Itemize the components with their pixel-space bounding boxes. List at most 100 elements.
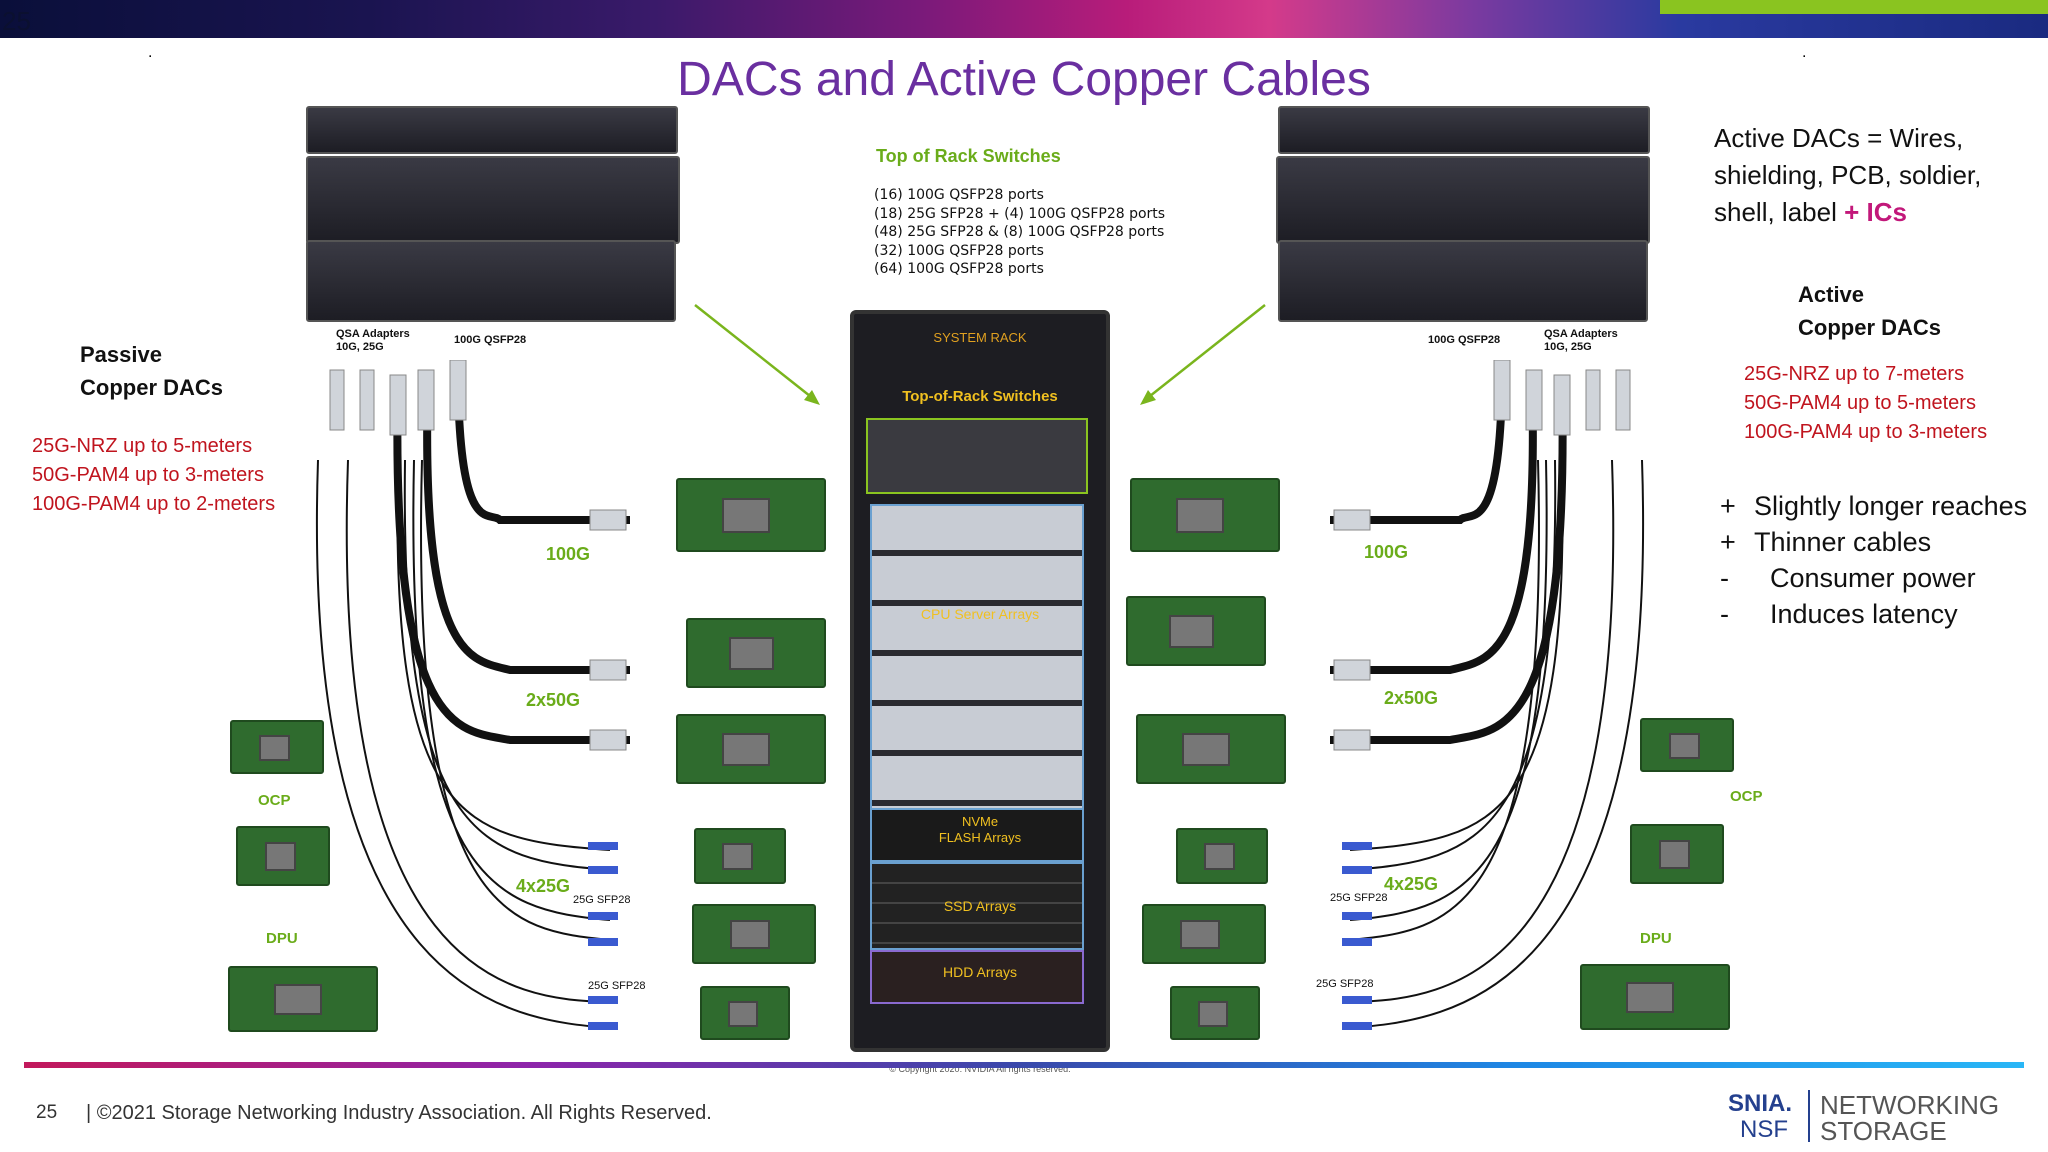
heading-line: Active [1798, 282, 1865, 307]
con-sign: - [1720, 563, 1729, 593]
rack-ssd [870, 862, 1084, 950]
nic-card-image [1136, 714, 1286, 784]
ics-highlight: + ICs [1844, 197, 1907, 227]
ocp-card-image [236, 826, 330, 886]
spec-line: 25G-NRZ up to 7-meters [1744, 363, 1965, 385]
rack-label-cpu: CPU Server Arrays [920, 606, 1040, 622]
heading-line: Copper DACs [80, 375, 224, 400]
right-sfp-label: 25G SFP28 [1316, 978, 1374, 990]
ocp-card-image [1630, 824, 1724, 884]
nic-card-image [1170, 986, 1260, 1040]
right-speed-100g: 100G [1364, 542, 1409, 562]
nic-card-image [1142, 904, 1266, 964]
nic-card-image [1176, 828, 1268, 884]
port-line: (64) 100G QSFP28 ports [874, 261, 1044, 277]
left-ocp-label: OCP [258, 792, 291, 809]
nic-card-image [1130, 478, 1280, 552]
pro-sign: + [1720, 491, 1736, 521]
nic-card-image [700, 986, 790, 1040]
left-speed-100g: 100G [546, 544, 591, 564]
nvme-line: NVMe [961, 814, 999, 829]
left-sfp-label: 25G SFP28 [588, 980, 646, 992]
nic-card-image [1126, 596, 1266, 666]
rack-nvme [870, 808, 1084, 862]
port-line: (48) 25G SFP28 & (8) 100G QSFP28 ports [874, 224, 1165, 240]
right-heading: Active Copper DACs [1798, 278, 1941, 344]
right-speed-2x50g: 2x50G [1384, 688, 1439, 708]
left-speed-4x25g: 4x25G [516, 876, 571, 896]
con-item: - Induces latency [1720, 596, 2027, 632]
qsa-line: 10G, 25G [1544, 341, 1592, 353]
port-line: (32) 100G QSFP28 ports [874, 242, 1044, 259]
nic-card-image [676, 714, 826, 784]
rack-hdd [870, 950, 1084, 1004]
heading-line: Passive [80, 342, 162, 367]
switch-image-right-3 [1278, 240, 1648, 322]
nic-card-image [686, 618, 826, 688]
arrow-to-rack-right [1140, 304, 1266, 405]
dpu-card-image [228, 966, 378, 1032]
nic-card-image [694, 828, 786, 884]
qsa-line: QSA Adapters [336, 328, 410, 340]
port-line: (16) 100G QSFP28 ports [874, 187, 1044, 203]
con-item: -Consumer power [1720, 560, 2027, 596]
left-cables [315, 360, 630, 1030]
right-qsfp-label: 100G QSFP28 [1428, 334, 1501, 346]
port-line: (18) 25G SFP28 + (4) 100G QSFP28 ports [874, 205, 1166, 222]
footer-page-number: 25 [36, 1102, 58, 1123]
desc-line: shell, label + ICs [1714, 194, 1981, 231]
logo-storage: STORAGE [1820, 1116, 1947, 1146]
logo-networking: NETWORKING [1820, 1090, 2000, 1120]
ocp-card-image [230, 720, 324, 774]
switch-image-left-3 [306, 240, 676, 322]
qsa-line: 10G, 25G [336, 341, 384, 353]
heading-line: Copper DACs [1798, 315, 1942, 340]
switch-image-left-1 [306, 106, 678, 154]
switch-image-right-2 [1276, 156, 1650, 244]
logo-snia: SNIA. [1728, 1090, 1793, 1117]
slide-title: DACs and Active Copper Cables [677, 53, 1371, 106]
right-sfp-label: 25G SFP28 [1330, 892, 1388, 904]
nvidia-copyright: © Copyright 2020. NVIDIA All rights rese… [889, 1064, 1071, 1074]
pros-cons-list: +Slightly longer reaches +Thinner cables… [1720, 488, 2027, 632]
left-sfp-label: 25G SFP28 [573, 894, 631, 906]
nvme-line: FLASH Arrays [938, 830, 1022, 845]
nic-card-image [676, 478, 826, 552]
active-dacs-description: Active DACs = Wires, shielding, PCB, sol… [1714, 120, 1981, 231]
switch-image-left-2 [306, 156, 680, 244]
right-cables [1330, 360, 1645, 1030]
switch-image-right-1 [1278, 106, 1650, 154]
logo-divider [1808, 1090, 1810, 1142]
right-dpu-label: DPU [1640, 930, 1672, 947]
rack-label-system: SYSTEM RACK [933, 330, 1027, 345]
decor-dot: . [148, 44, 153, 61]
left-speed-2x50g: 2x50G [526, 690, 581, 710]
left-dpu-label: DPU [266, 930, 298, 947]
con-sign: - [1720, 599, 1729, 629]
rack-label-ssd: SSD Arrays [943, 898, 1017, 914]
spec-line: 50G-PAM4 up to 3-meters [32, 464, 264, 486]
arrow-to-rack-left [694, 304, 820, 405]
left-heading: Passive Copper DACs [80, 338, 223, 404]
rack-tor-switches [866, 418, 1088, 494]
spec-line: 100G-PAM4 up to 3-meters [1744, 421, 1988, 443]
con-text: Induces latency [1770, 599, 1958, 629]
logo-nsf: NSF [1740, 1116, 1788, 1143]
left-qsfp-label: 100G QSFP28 [454, 334, 527, 346]
qsa-line: QSA Adapters [1544, 328, 1618, 340]
footer-copyright: | ©2021 Storage Networking Industry Asso… [86, 1102, 712, 1124]
banner-accent-bar [1660, 0, 2048, 14]
rack-label-nvme: NVMe FLASH Arrays [850, 814, 1110, 846]
footer-rule [24, 1062, 2024, 1068]
pro-text: Slightly longer reaches [1754, 491, 2028, 521]
rack-cpu-servers [870, 504, 1084, 814]
rack-label-tor: Top-of-Rack Switches [902, 388, 1058, 405]
dpu-card-image [1580, 964, 1730, 1030]
spec-line: 50G-PAM4 up to 5-meters [1744, 392, 1976, 414]
snia-logo: SNIA. NSF NETWORKING STORAGE [1728, 1086, 2028, 1146]
right-ocp-label: OCP [1730, 788, 1763, 805]
desc-line: shielding, PCB, soldier, [1714, 160, 1982, 190]
left-qsa-label: QSA Adapters 10G, 25G [336, 328, 410, 354]
pro-item: + Slightly longer reaches [1720, 488, 2027, 524]
right-qsa-label: QSA Adapters 10G, 25G [1544, 328, 1618, 354]
